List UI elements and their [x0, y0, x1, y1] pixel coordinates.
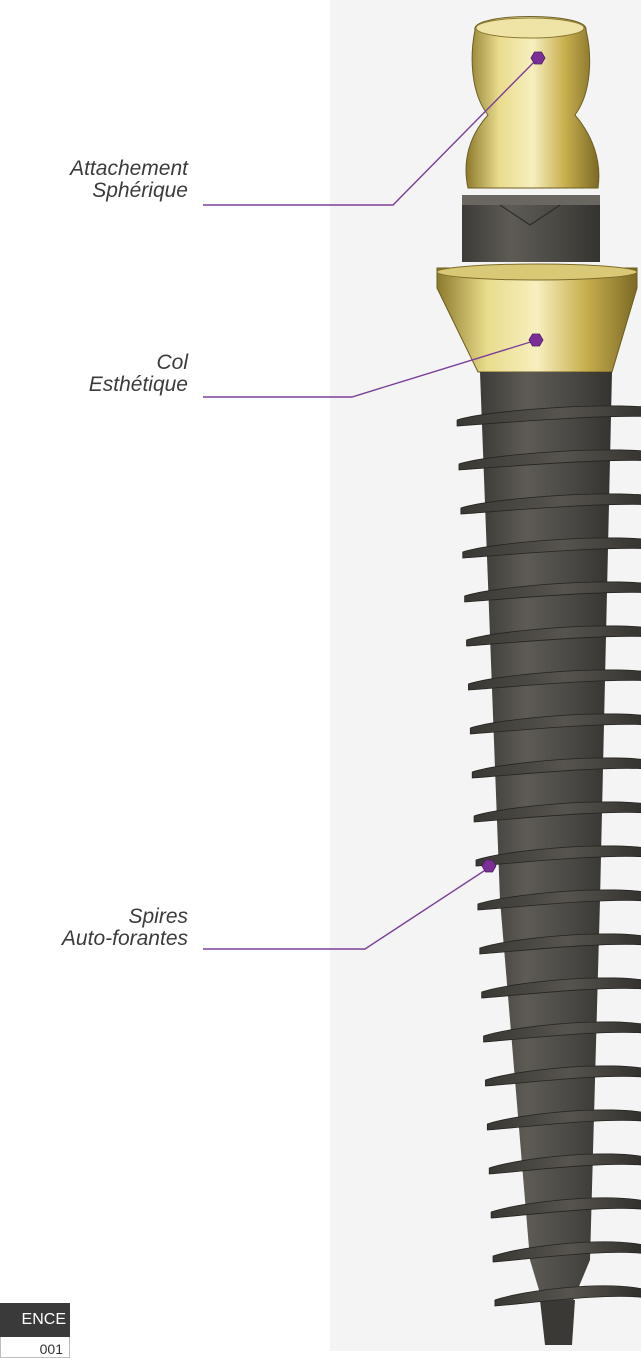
label-aesthetic-collar: Col Esthétique	[89, 352, 188, 396]
hexagon-marker-icon	[529, 334, 543, 346]
label-line: Spires	[62, 906, 188, 928]
hexagonal-neck	[462, 195, 600, 262]
label-line: Auto-forantes	[62, 928, 188, 950]
hexagon-marker-icon	[482, 860, 496, 872]
label-line: Esthétique	[89, 374, 188, 396]
label-line: Sphérique	[70, 180, 188, 202]
reference-table-cell: 001	[0, 1337, 70, 1358]
reference-table: ENCE 001	[0, 1303, 70, 1358]
reference-table-header: ENCE	[0, 1303, 70, 1337]
callout-line-threads	[203, 867, 490, 949]
spherical-attachment	[466, 17, 599, 189]
aesthetic-collar	[437, 264, 637, 372]
label-spherical-attachment: Attachement Sphérique	[70, 158, 188, 202]
hexagon-marker-icon	[531, 52, 545, 64]
label-line: Attachement	[70, 158, 188, 180]
label-line: Col	[89, 352, 188, 374]
label-self-drilling-threads: Spires Auto-forantes	[62, 906, 188, 950]
